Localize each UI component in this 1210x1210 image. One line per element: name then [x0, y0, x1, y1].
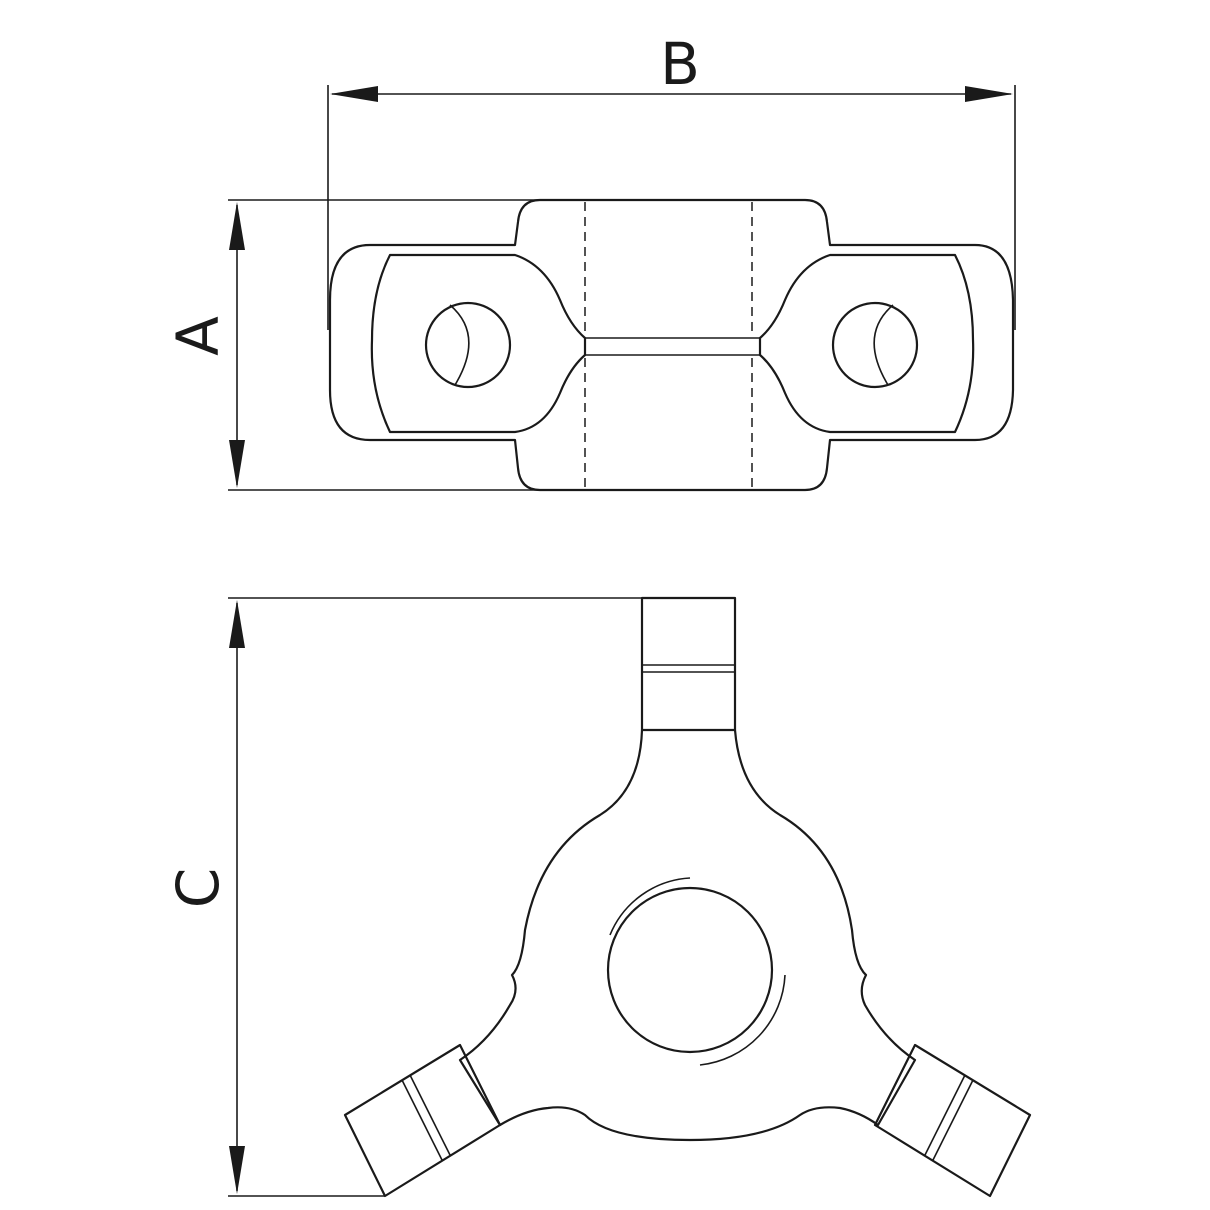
left-hole [424, 301, 512, 389]
dimension-c-label: C [164, 868, 232, 909]
bore-chamfer-bottom [699, 974, 786, 1066]
dimension-c-arrow-top [229, 600, 245, 648]
dimension-c-arrow-bottom [229, 1146, 245, 1194]
top-arm-pad [640, 596, 737, 732]
front-view [343, 596, 1032, 1198]
top-view [328, 198, 1015, 492]
right-arm-line-1 [924, 1074, 966, 1156]
dimension-a-label: A [164, 316, 232, 356]
dimension-b-arrow-right [965, 86, 1013, 102]
center-bore [606, 886, 774, 1054]
left-arm-line-2 [409, 1074, 451, 1156]
right-hole-chamfer [873, 304, 894, 386]
dimension-b-label: B [660, 30, 700, 98]
bore-chamfer-top [609, 877, 691, 936]
right-arm-pad [873, 1043, 1032, 1198]
dimension-b-arrow-left [330, 86, 378, 102]
dimension-a-arrow-bottom [229, 440, 245, 488]
right-arm-line-2 [932, 1079, 974, 1161]
left-hole-chamfer [449, 304, 470, 386]
dimension-a-arrow-top [229, 202, 245, 250]
dimension-b: B [327, 30, 1016, 330]
right-ear [758, 253, 975, 434]
left-arm-line-1 [401, 1079, 443, 1161]
top-view-outline [328, 198, 1015, 492]
left-ear [370, 253, 587, 434]
right-hole [831, 301, 919, 389]
left-arm-pad [343, 1043, 502, 1198]
dimension-c: C [164, 597, 642, 1197]
dimension-a: A [164, 199, 540, 491]
body-outline [458, 728, 917, 1142]
